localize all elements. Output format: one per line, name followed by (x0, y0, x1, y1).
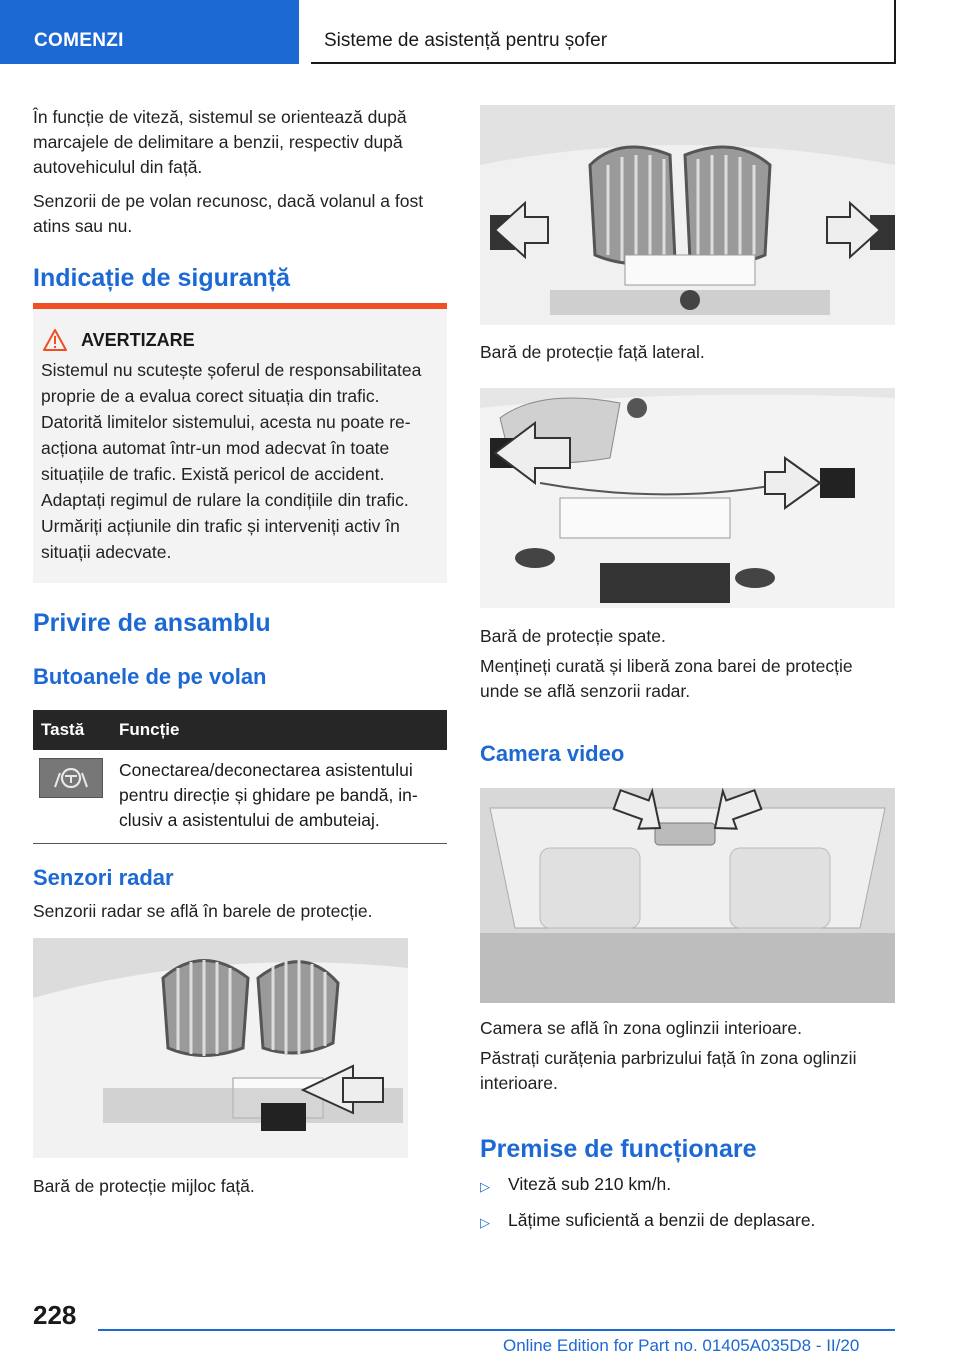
warning-label: AVERTIZARE (81, 329, 195, 350)
safety-heading: Indicație de siguranță (33, 264, 291, 292)
camera-illustration (480, 788, 895, 1003)
intro-paragraph-1: În funcție de viteză, sistemul se orient… (33, 107, 407, 177)
left-column: În funcție de viteză, sistemul se orient… (33, 105, 447, 293)
front-bumper-side-illustration (480, 105, 895, 325)
list-item: ▷ Viteză sub 210 km/h. (480, 1172, 895, 1199)
steering-assist-icon (39, 758, 103, 798)
caption-rear: Bară de protecție spate. (480, 626, 666, 646)
warning-box: AVERTIZARE Sistemul nu scutește șoferul … (33, 303, 447, 583)
caption-front-side: Bară de protecție față lateral. (480, 342, 705, 362)
camera-caption: Camera se află în zona oglinzii interioa… (480, 1018, 802, 1038)
intro-paragraph-2: Senzorii de pe volan recunosc, dacă vola… (33, 191, 424, 236)
chapter-header: Sisteme de asistență pentru șofer (311, 0, 896, 64)
warning-triangle-icon (43, 329, 67, 351)
warning-title: AVERTIZARE (41, 329, 439, 351)
overview-heading: Privire de ansamblu (33, 609, 271, 637)
footer-edition: Online Edition for Part no. 01405A035D8 … (503, 1336, 860, 1355)
bullet-triangle-icon: ▷ (480, 1179, 490, 1194)
radar-text: Senzorii radar se află în barele de prot… (33, 901, 373, 921)
function-cell: Conectarea/deconectarea asistentului pen… (111, 750, 447, 844)
footer-divider (98, 1329, 895, 1331)
premise-list: ▷ Viteză sub 210 km/h. ▷ Lățime suficien… (480, 1172, 895, 1244)
rear-bumper-illustration (480, 388, 895, 608)
list-item: ▷ Lățime suficientă a benzii de deplasar… (480, 1208, 895, 1235)
bullet-triangle-icon: ▷ (480, 1215, 490, 1230)
rear-text: Mențineți curată și liberă zona barei de… (480, 656, 853, 701)
col-function-header: Funcție (111, 710, 447, 750)
buttons-heading: Butoanele de pe volan (33, 664, 267, 689)
front-bumper-middle-illustration (33, 938, 408, 1158)
chapter-title: Sisteme de asistență pentru șofer (324, 30, 608, 51)
buttons-table: Tastă Funcție Conectarea/deconectarea as… (33, 710, 447, 844)
radar-heading: Senzori radar (33, 865, 174, 890)
camera-heading: Camera video (480, 741, 625, 766)
section-tab: COMENZI (0, 0, 299, 64)
caption-front-middle: Bară de protecție mijloc față. (33, 1176, 255, 1196)
warning-text: Sistemul nu scutește șoferul de responsa… (41, 360, 422, 562)
table-row: Conectarea/deconectarea asistentului pen… (33, 750, 447, 844)
page-number: 228 (33, 1300, 77, 1330)
camera-text: Păstrați curățenia parbrizului față în z… (480, 1048, 857, 1093)
premise-heading: Premise de funcționare (480, 1135, 757, 1163)
section-title: COMENZI (34, 30, 124, 51)
col-key-header: Tastă (33, 710, 111, 750)
table-header-row: Tastă Funcție (33, 710, 447, 750)
